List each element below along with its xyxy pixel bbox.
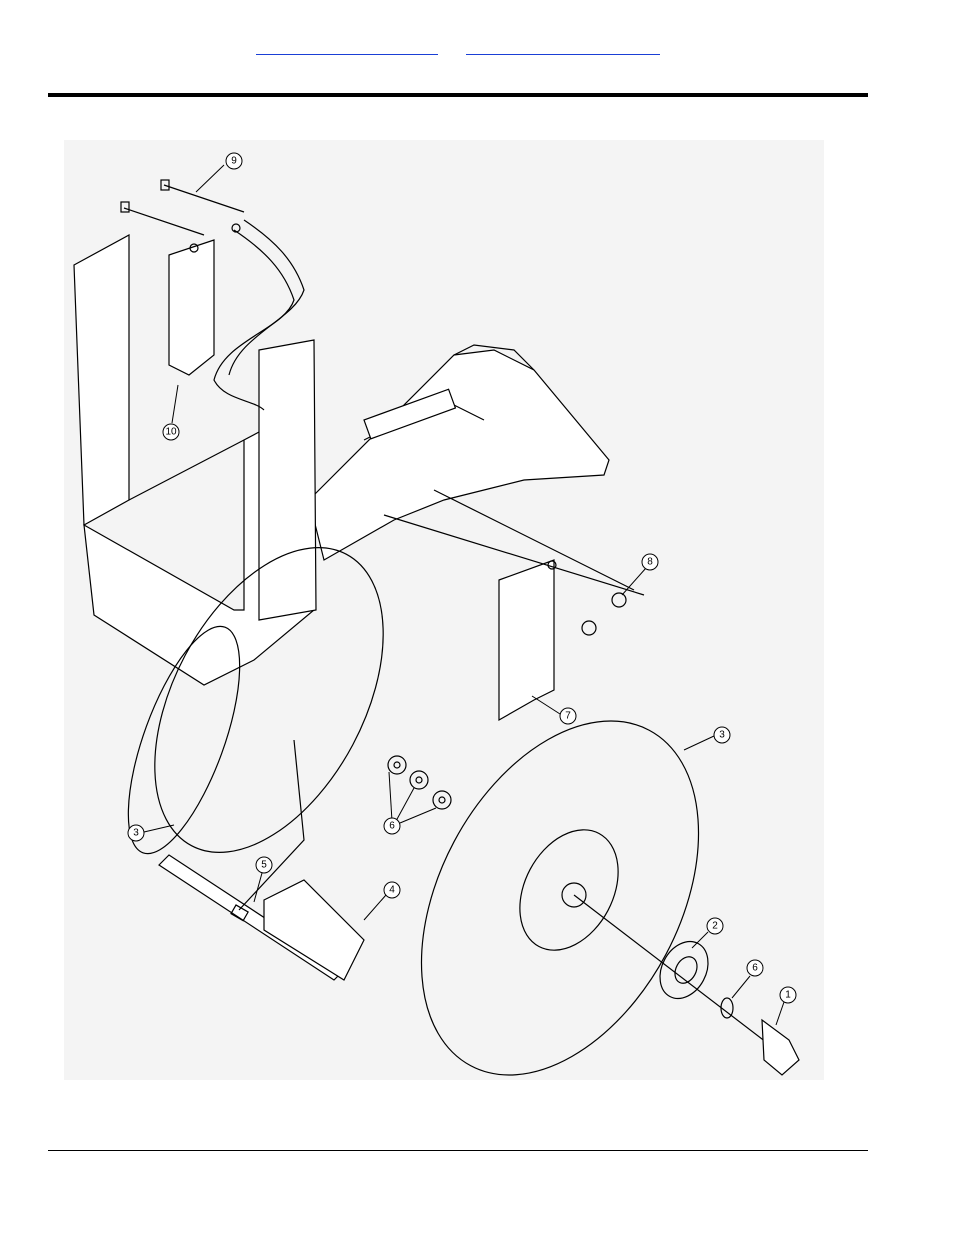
- parts-diagram-svg: 9 10 8 7 3 6 3: [64, 140, 824, 1080]
- callout-6-right-label: 6: [752, 963, 758, 974]
- header-link-1[interactable]: [256, 40, 438, 55]
- parts-diagram: 9 10 8 7 3 6 3: [64, 140, 824, 1080]
- footer-rule: [48, 1150, 868, 1151]
- header-links: [256, 40, 666, 56]
- callout-3-left-label: 3: [133, 828, 139, 839]
- callout-3-right-label: 3: [719, 730, 725, 741]
- callout-8-label: 8: [647, 557, 653, 568]
- callout-2-label: 2: [712, 921, 718, 932]
- callout-1-label: 1: [785, 990, 791, 1001]
- exploded-assembly: [74, 180, 799, 1080]
- header-rule: [48, 93, 868, 97]
- callout-4-label: 4: [389, 885, 395, 896]
- callout-6-left-label: 6: [389, 821, 395, 832]
- callout-9-label: 9: [231, 156, 237, 167]
- header-link-2[interactable]: [466, 40, 660, 55]
- callout-7-label: 7: [565, 711, 571, 722]
- callout-5-label: 5: [261, 860, 267, 871]
- callout-10-label: 10: [165, 427, 177, 438]
